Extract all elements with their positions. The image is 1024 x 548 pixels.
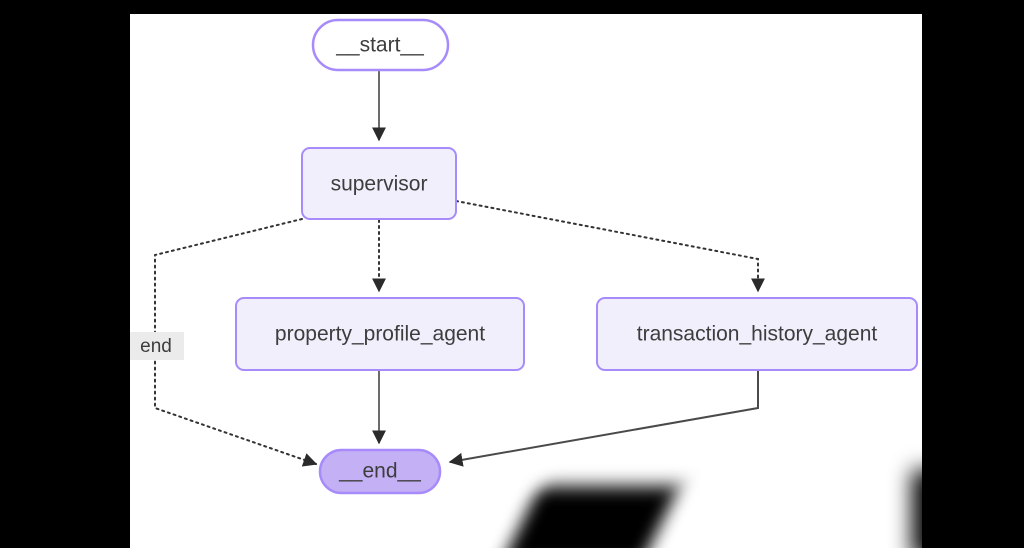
node-end-shape[interactable] — [318, 448, 442, 495]
nodes-layer: __start__ supervisor property_profile_ag… — [235, 18, 918, 495]
node-transaction-history-agent-shape[interactable] — [596, 297, 918, 371]
graph-svg: end __start__ supervisor property_profil — [130, 18, 918, 495]
overlay-artifact-right — [912, 470, 1024, 548]
edge-label-end: end — [140, 336, 172, 357]
node-supervisor[interactable]: supervisor — [301, 147, 457, 220]
edge-labels-layer: end — [130, 332, 184, 360]
edge-supervisor-to-transaction-history-agent[interactable] — [455, 200, 765, 293]
edges-layer — [154, 70, 765, 467]
node-property-profile-agent[interactable]: property_profile_agent — [235, 297, 525, 371]
node-start[interactable]: __start__ — [311, 18, 450, 72]
node-property-profile-agent-label: property_profile_agent — [275, 323, 485, 346]
node-transaction-history-agent-label: transaction_history_agent — [637, 323, 878, 346]
edge-transaction-history-agent-to-end[interactable] — [448, 371, 759, 467]
edge-supervisor-to-end[interactable] — [154, 218, 318, 467]
node-start-shape[interactable] — [311, 18, 450, 72]
node-transaction-history-agent[interactable]: transaction_history_agent — [596, 297, 918, 371]
edge-label-end-background — [130, 332, 184, 360]
node-start-label: __start__ — [335, 34, 424, 57]
node-supervisor-label: supervisor — [331, 173, 428, 196]
node-property-profile-agent-shape[interactable] — [235, 297, 525, 371]
diagram-canvas[interactable]: end __start__ supervisor property_profil — [130, 14, 922, 548]
node-supervisor-shape[interactable] — [301, 147, 457, 220]
node-end-label: __end__ — [338, 460, 421, 483]
node-end[interactable]: __end__ — [318, 448, 442, 495]
